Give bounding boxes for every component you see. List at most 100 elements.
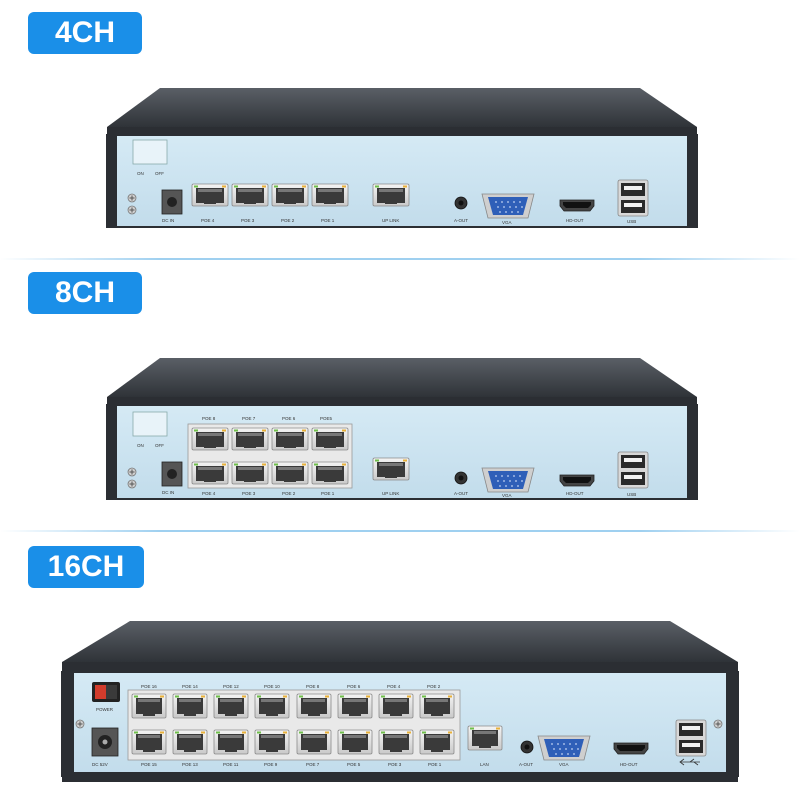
uplink-label: UP LINK (382, 218, 399, 223)
poe-port-2[interactable] (419, 693, 455, 719)
badge-16ch: 16CH (28, 546, 144, 588)
poe-port-14[interactable] (172, 693, 208, 719)
dc-label: DC 52V (92, 762, 108, 767)
poe-port-7[interactable] (296, 729, 332, 755)
poe-port-1[interactable] (311, 461, 349, 485)
power-label: POWER (96, 707, 114, 712)
badge-8ch: 8CH (28, 272, 142, 314)
ground-screw-icon (127, 467, 137, 477)
vga-port[interactable] (481, 193, 535, 219)
hdout-label: HD-OUT (620, 762, 638, 767)
poe-label: POE 4 (387, 684, 401, 689)
poe-label: POE 3 (242, 491, 256, 496)
poe-port-15[interactable] (131, 729, 167, 755)
vga-label: VGA (502, 493, 512, 498)
ground-screw-icon (127, 205, 137, 215)
hdout-label: HD-OUT (566, 491, 584, 496)
divider (0, 530, 800, 532)
poe-label: POE 7 (306, 762, 320, 767)
uplink-port[interactable] (372, 457, 410, 481)
usb-ports[interactable] (675, 719, 707, 757)
hdmi-port[interactable] (559, 199, 595, 212)
usb-ports[interactable] (617, 179, 649, 217)
poe-label: POE 1 (321, 218, 335, 223)
switch-off-label: OFF (155, 171, 164, 176)
usb-symbol-icon (679, 758, 700, 766)
poe-label: POE 14 (182, 684, 198, 689)
poe-label: POE 15 (141, 762, 157, 767)
nvr-4ch: ON OFF DC IN POE 4 POE 3 POE 2 POE 1 UP … (106, 88, 698, 228)
poe-port-group: POE 4 POE 3 POE 2 POE 1 (191, 183, 349, 223)
aout-label: A-OUT (454, 491, 468, 496)
uplink-port[interactable] (372, 183, 410, 207)
switch-off-label: OFF (155, 443, 164, 448)
poe-port-10[interactable] (254, 693, 290, 719)
poe-port-4[interactable] (191, 183, 229, 207)
vga-port[interactable] (481, 467, 535, 493)
poe-port-13[interactable] (172, 729, 208, 755)
poe-port-1[interactable] (311, 183, 349, 207)
poe-label: POE 2 (281, 218, 295, 223)
poe-port-8[interactable] (296, 693, 332, 719)
power-switch[interactable] (132, 139, 168, 165)
poe-port-block: POE 8 POE 7 POE 6 POE5 POE 4 POE 3 POE 2… (187, 416, 353, 496)
poe-port-3[interactable] (231, 183, 269, 207)
poe-port-5[interactable] (311, 427, 349, 451)
poe-label: POE 3 (241, 218, 255, 223)
poe-label: POE 16 (141, 684, 157, 689)
poe-label: POE 4 (202, 491, 216, 496)
poe-port-3[interactable] (378, 729, 414, 755)
ground-screw-icon (127, 193, 137, 203)
poe-label: POE5 (320, 416, 333, 421)
nvr-16ch: POWER DC 52V POE 16 POE 14 POE 12 POE 10… (61, 621, 739, 782)
poe-port-8[interactable] (191, 427, 229, 451)
poe-port-3[interactable] (231, 461, 269, 485)
poe-port-4[interactable] (191, 461, 229, 485)
poe-port-5[interactable] (337, 729, 373, 755)
poe-label: POE 7 (242, 416, 256, 421)
poe-port-9[interactable] (254, 729, 290, 755)
poe-port-12[interactable] (213, 693, 249, 719)
poe-port-6[interactable] (337, 693, 373, 719)
screw-icon (713, 719, 723, 729)
poe-label: POE 12 (223, 684, 239, 689)
ground-screw-icon (127, 479, 137, 489)
poe-label: POE 8 (202, 416, 216, 421)
switch-on-label: ON (137, 171, 144, 176)
poe-port-6[interactable] (271, 427, 309, 451)
hdout-label: HD-OUT (566, 218, 584, 223)
aout-label: A-OUT (454, 218, 468, 223)
poe-port-16[interactable] (131, 693, 167, 719)
poe-port-11[interactable] (213, 729, 249, 755)
usb-ports[interactable] (617, 451, 649, 489)
vga-port[interactable] (537, 735, 591, 761)
poe-port-2[interactable] (271, 183, 309, 207)
lan-port[interactable] (467, 725, 503, 751)
poe-port-2[interactable] (271, 461, 309, 485)
poe-label: POE 6 (347, 684, 361, 689)
divider (0, 258, 800, 260)
hdmi-port[interactable] (559, 474, 595, 487)
power-switch[interactable] (132, 411, 168, 437)
switch-on-label: ON (137, 443, 144, 448)
screw-icon (75, 719, 85, 729)
nvr-8ch: ON OFF DC IN POE 8 POE 7 POE 6 POE5 POE … (106, 358, 698, 500)
poe-label: POE 1 (321, 491, 335, 496)
uplink-label: UP LINK (382, 491, 399, 496)
poe-port-1[interactable] (419, 729, 455, 755)
poe-label: POE 6 (282, 416, 296, 421)
vga-label: VGA (502, 220, 512, 225)
poe-label: POE 3 (388, 762, 402, 767)
poe-port-4[interactable] (378, 693, 414, 719)
dc-in-label: DC IN (162, 218, 174, 223)
badge-4ch: 4CH (28, 12, 142, 54)
usb-label: USB (627, 492, 636, 497)
poe-label: POE 4 (201, 218, 215, 223)
poe-port-7[interactable] (231, 427, 269, 451)
poe-label: POE 9 (264, 762, 278, 767)
poe-label: POE 5 (347, 762, 361, 767)
poe-label: POE 2 (427, 684, 441, 689)
dc-in-label: DC IN (162, 490, 174, 495)
hdmi-port[interactable] (613, 742, 649, 755)
